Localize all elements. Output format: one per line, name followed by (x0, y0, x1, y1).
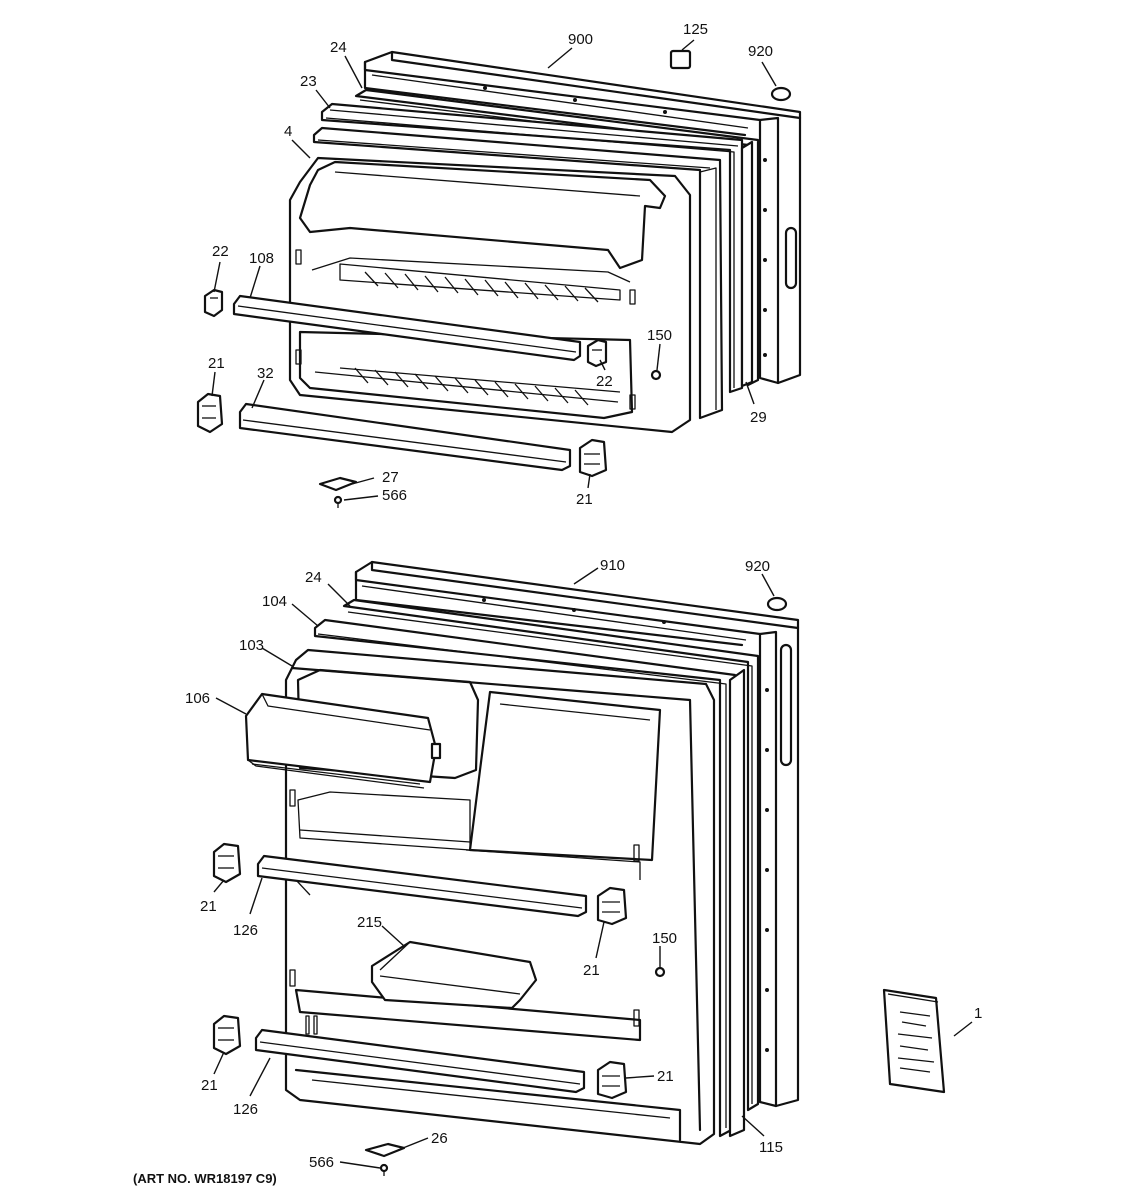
fresh-food-dairy-door (244, 692, 442, 789)
freezer-outer-door (363, 50, 802, 385)
callout-22-right: 22 (596, 373, 613, 390)
freezer-leader-lines (211, 39, 777, 501)
fresh-food-gasket (342, 598, 760, 1112)
freezer-door-assembly: 900 125 920 24 23 4 22 108 150 22 21 32 … (196, 21, 802, 508)
callout-566-lower: 566 (309, 1154, 334, 1171)
fresh-food-leader-lines (213, 567, 775, 1169)
art-number: (ART NO. WR18197 C9) (133, 1171, 277, 1186)
freezer-bracket-22-left (203, 288, 224, 318)
callout-115: 115 (759, 1139, 783, 1156)
fresh-food-screw (654, 966, 666, 978)
callout-21-right-upper: 21 (576, 491, 593, 508)
fresh-food-liner-trim (313, 618, 737, 1138)
callout-26: 26 (431, 1130, 448, 1147)
callout-103: 103 (239, 637, 264, 654)
callout-21-left-upper-ff: 21 (200, 898, 217, 915)
fresh-food-bracket-21-right-upper (596, 886, 628, 926)
freezer-plug-button (770, 86, 792, 102)
callout-22-left: 22 (212, 243, 229, 260)
callout-106: 106 (185, 690, 210, 707)
fresh-food-hinge-screw (379, 1163, 389, 1176)
callout-21-right-lower-ff: 21 (657, 1068, 674, 1085)
fresh-food-breaker-strip (728, 668, 746, 1138)
fresh-food-egg-bin (370, 940, 538, 1010)
callout-920-upper: 920 (748, 43, 773, 60)
fresh-food-door-assembly: 910 920 24 104 103 106 215 150 21 21 126… (185, 557, 800, 1176)
freezer-bracket-21-left (196, 392, 224, 434)
callout-29: 29 (750, 409, 767, 426)
callout-21-left-lower-ff: 21 (201, 1077, 218, 1094)
freezer-hinge-screw (333, 495, 343, 508)
callout-215: 215 (357, 914, 382, 931)
fresh-food-bracket-21-right-lower (596, 1060, 628, 1100)
callout-104: 104 (262, 593, 287, 610)
callout-125: 125 (683, 21, 708, 38)
freezer-screw (650, 369, 662, 381)
callout-150-upper: 150 (647, 327, 672, 344)
callout-27: 27 (382, 469, 399, 486)
callout-108: 108 (249, 250, 274, 267)
callout-126-upper: 126 (233, 922, 258, 939)
freezer-liner (288, 156, 692, 434)
callout-4: 4 (284, 123, 292, 140)
callout-150-lower: 150 (652, 930, 677, 947)
callout-126-lower: 126 (233, 1101, 258, 1118)
callout-32: 32 (257, 365, 274, 382)
fresh-food-shelf-bar-upper (256, 854, 588, 918)
freezer-bracket-21-right (578, 438, 608, 478)
freezer-inner-panel (312, 126, 724, 420)
fresh-food-shelf-bar-lower (254, 1028, 586, 1094)
freezer-label-plate (669, 49, 692, 70)
callout-23: 23 (300, 73, 317, 90)
owners-manual: 1 (882, 988, 982, 1094)
callout-566-upper: 566 (382, 487, 407, 504)
callout-920-lower: 920 (745, 558, 770, 575)
fresh-food-plug-button (766, 596, 788, 612)
fresh-food-bracket-21-left-lower (212, 1014, 242, 1056)
freezer-breaker-strip (740, 140, 754, 388)
callout-1: 1 (974, 1005, 982, 1022)
fresh-food-bracket-21-left-upper (212, 842, 242, 884)
freezer-bracket-22-right (586, 338, 608, 368)
fresh-food-outer-door (354, 560, 800, 1108)
freezer-hinge-plate (318, 476, 358, 492)
callout-21-right-upper-ff: 21 (583, 962, 600, 979)
callout-24-upper: 24 (330, 39, 347, 56)
callout-24-lower: 24 (305, 569, 322, 586)
callout-910: 910 (600, 557, 625, 574)
freezer-shelf-bar-upper (232, 294, 582, 362)
callout-21-left-upper: 21 (208, 355, 225, 372)
callout-900: 900 (568, 31, 593, 48)
freezer-shelf-bar-lower (238, 402, 572, 472)
freezer-liner-trim (320, 102, 744, 394)
